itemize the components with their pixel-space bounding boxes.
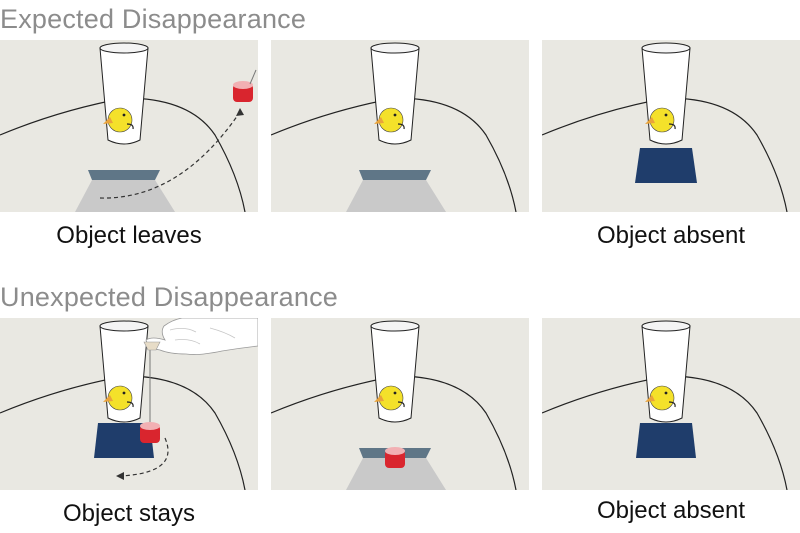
upright-screen [94, 423, 154, 458]
screen-shadow [346, 180, 446, 212]
caption-object-stays: Object stays [62, 500, 196, 527]
panel-unexpected-3 [542, 318, 800, 490]
heading-expected-disappearance: Expected Disappearance [0, 4, 307, 34]
red-object [140, 422, 160, 443]
upright-screen [636, 423, 696, 458]
panel-expected-2 [271, 40, 529, 212]
panel-unexpected-1 [0, 318, 258, 490]
caption-object-leaves: Object leaves [56, 222, 202, 249]
red-object [385, 447, 405, 468]
panel-expected-1 [0, 40, 258, 212]
clip [143, 341, 161, 351]
screen-shadow [346, 458, 446, 490]
red-object [233, 81, 253, 102]
movement-path-arrow [119, 437, 169, 477]
tilted-screen [88, 170, 160, 180]
tilted-screen [359, 170, 431, 180]
screen-shadow [75, 180, 175, 212]
movement-path-arrow [99, 111, 241, 199]
arrow-head [116, 472, 124, 480]
arrow-head [236, 108, 244, 116]
upright-screen [635, 148, 697, 183]
caption-object-absent-1: Object absent [596, 222, 746, 249]
string [249, 69, 257, 85]
panel-expected-3 [542, 40, 800, 212]
panel-unexpected-2 [271, 318, 529, 490]
caption-object-absent-2: Object absent [596, 497, 746, 524]
heading-unexpected-disappearance: Unexpected Disappearance [0, 282, 339, 312]
hand-icon [145, 318, 258, 355]
